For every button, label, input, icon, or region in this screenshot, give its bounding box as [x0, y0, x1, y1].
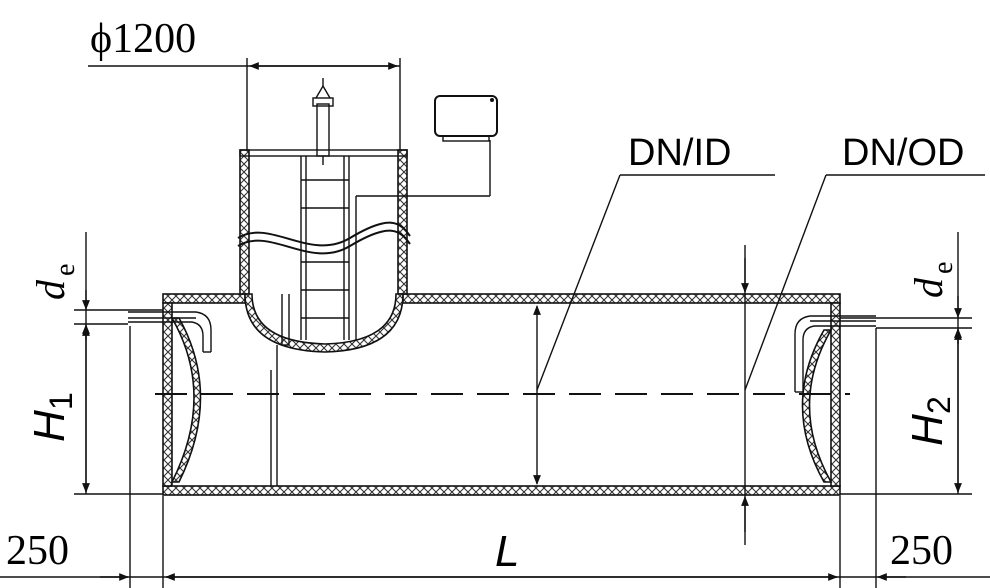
label-h2: H: [903, 414, 952, 446]
shaft-ladder: [300, 156, 350, 340]
dimension-shaft-diameter: [88, 58, 401, 150]
tank-top-wall-left: [162, 293, 246, 304]
label-de-right: d: [906, 277, 951, 298]
label-length: L: [495, 527, 519, 576]
shaft-bottom-bowl: [244, 293, 404, 353]
inlet-pipe: [128, 311, 212, 353]
access-shaft: [237, 78, 491, 353]
label-de-left-group: d e: [28, 264, 81, 300]
label-h2-sub: 2: [921, 396, 957, 414]
tank-body: [155, 293, 850, 496]
control-box: [434, 95, 498, 142]
label-h1-group: H 1: [25, 392, 79, 442]
label-h1: H: [25, 410, 74, 442]
label-de-right-group: d e: [906, 262, 959, 298]
label-dn-od: DN/OD: [842, 132, 964, 174]
shaft-right-wall: [397, 149, 408, 295]
label-left-offset: 250: [6, 528, 69, 574]
tank-bottom-wall: [162, 485, 841, 496]
label-dn-id: DN/ID: [628, 132, 731, 174]
label-h1-sub: 1: [43, 392, 79, 410]
label-de-left-sub: e: [50, 264, 81, 276]
shaft-cover: [239, 149, 408, 157]
label-de-right-sub: e: [928, 262, 959, 274]
label-shaft-diameter: ϕ1200: [90, 16, 196, 62]
tank-top-wall-right: [402, 293, 841, 304]
right-dished-head: [801, 329, 833, 483]
label-h2-group: H 2: [903, 396, 957, 446]
diameter-leaders: [533, 174, 985, 545]
shaft-left-wall: [239, 149, 250, 295]
tank-right-end-wall: [830, 302, 841, 487]
left-dished-head: [170, 317, 202, 483]
vent-pipe: [312, 78, 334, 165]
shaft-break-line: [237, 221, 411, 247]
dimension-left: [74, 232, 163, 495]
label-de-left: d: [28, 279, 73, 300]
outlet-pipe: [794, 315, 876, 393]
label-right-offset: 250: [890, 528, 953, 574]
dimension-right: [840, 232, 972, 495]
dimension-bottom: [0, 326, 990, 588]
